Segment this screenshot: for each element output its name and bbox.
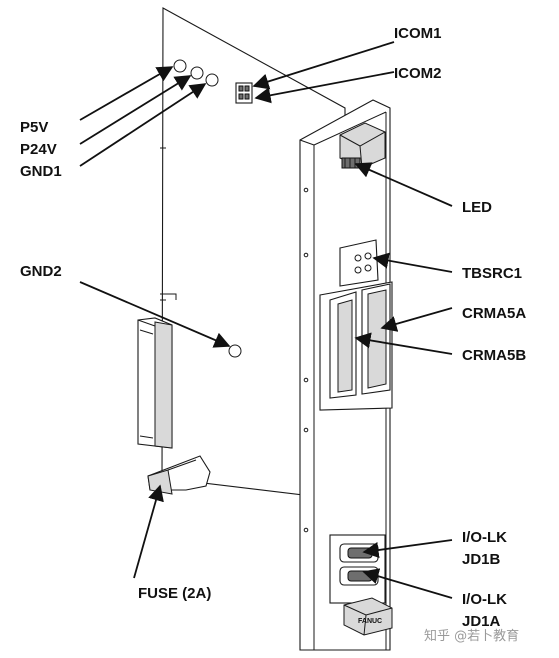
tbsrc1-connector: [339, 239, 379, 287]
label-jd1b: JD1B: [462, 551, 501, 568]
label-jd1a: JD1A: [462, 613, 501, 630]
labels: ICOM1 ICOM2 P5V P24V GND1 LED GND2 TBSRC…: [20, 25, 526, 630]
p24v-test-point: [190, 66, 204, 80]
label-gnd2: GND2: [20, 263, 62, 280]
callout-arrows: [79, 41, 453, 599]
gnd2-test-point: [228, 344, 242, 358]
label-io-lk-2: I/O-LK: [462, 591, 507, 608]
icom-connector: [235, 82, 253, 104]
label-io-lk-1: I/O-LK: [462, 529, 507, 546]
edge-connector: [137, 317, 173, 449]
label-crma5b: CRMA5B: [462, 347, 526, 364]
jd1-connectors: [329, 534, 386, 604]
label-p5v: P5V: [20, 119, 48, 136]
plate-brand-text: FANUC: [358, 618, 382, 625]
gnd1-test-point: [205, 73, 219, 87]
led-indicator: [341, 157, 361, 169]
bottom-handle: FANUC: [343, 597, 393, 636]
p5v-test-point: [173, 59, 187, 73]
crma5-slots: [319, 281, 393, 411]
label-p24v: P24V: [20, 141, 57, 158]
label-crma5a: CRMA5A: [462, 305, 526, 322]
label-icom2: ICOM2: [394, 65, 442, 82]
label-tbsrc1: TBSRC1: [462, 265, 522, 282]
label-icom1: ICOM1: [394, 25, 442, 42]
label-fuse: FUSE (2A): [138, 585, 211, 602]
watermark: 知乎 @若卜教育: [424, 628, 519, 644]
label-led: LED: [462, 199, 492, 216]
label-gnd1: GND1: [20, 163, 62, 180]
test-points: [173, 59, 242, 358]
